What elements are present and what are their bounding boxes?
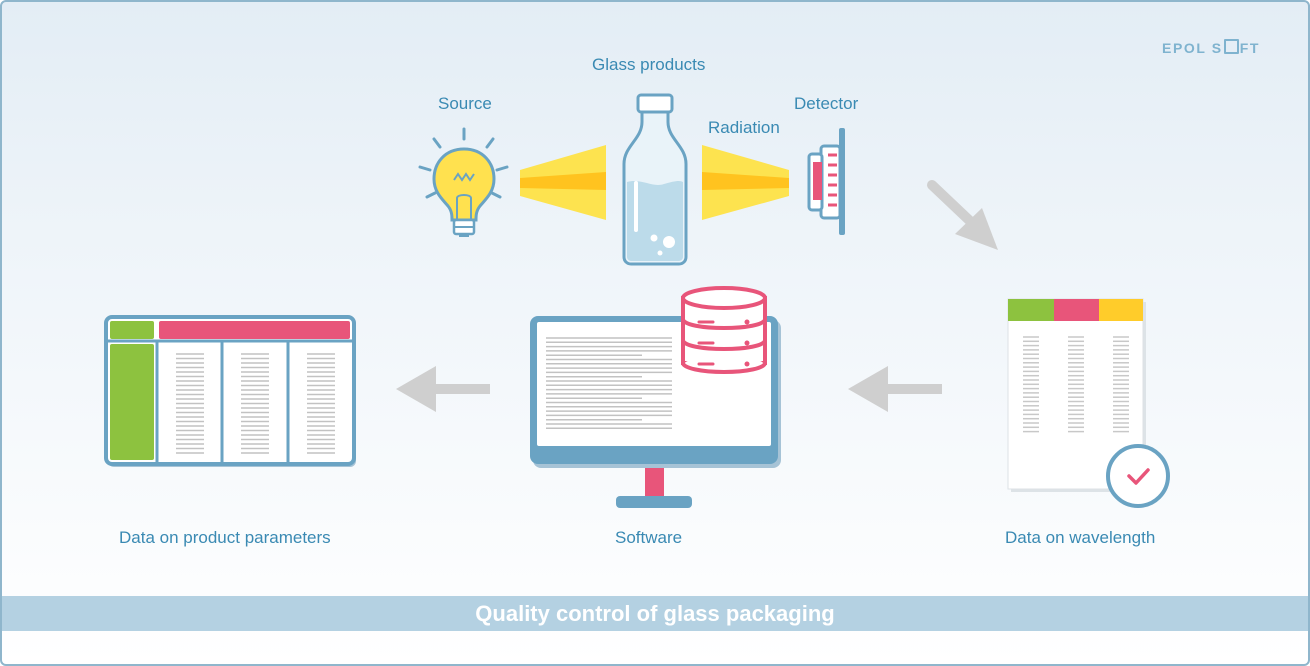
label-glass-products: Glass products <box>592 55 706 74</box>
detector-icon <box>807 128 845 235</box>
label-software: Software <box>615 528 683 547</box>
brand-text-right: FT <box>1239 40 1261 56</box>
brand-square-icon <box>1223 39 1239 54</box>
footer-title: Quality control of glass packaging <box>475 601 835 626</box>
parameters-table-icon <box>104 315 356 467</box>
bottle-icon <box>622 93 688 266</box>
arrow-icon <box>848 366 942 412</box>
checkmark-icon <box>1106 444 1170 508</box>
label-detector: Detector <box>794 94 859 113</box>
database-icon <box>681 286 767 374</box>
document-icon <box>1007 298 1146 492</box>
arrow-icon <box>927 180 998 250</box>
brand-logo: EPOL S FT <box>1162 39 1260 56</box>
label-wavelength: Data on wavelength <box>1005 528 1156 547</box>
label-radiation: Radiation <box>708 118 780 137</box>
diagram-graphics <box>104 93 1170 508</box>
radiation-beam-left <box>520 145 606 220</box>
footer-band: Quality control of glass packaging <box>2 596 1308 631</box>
label-product-parameters: Data on product parameters <box>119 528 331 547</box>
light-bulb-icon <box>418 127 509 237</box>
brand-text-left: EPOL S <box>1162 40 1223 56</box>
label-source: Source <box>438 94 492 113</box>
arrow-icon <box>396 366 490 412</box>
radiation-beam-right <box>702 145 789 220</box>
